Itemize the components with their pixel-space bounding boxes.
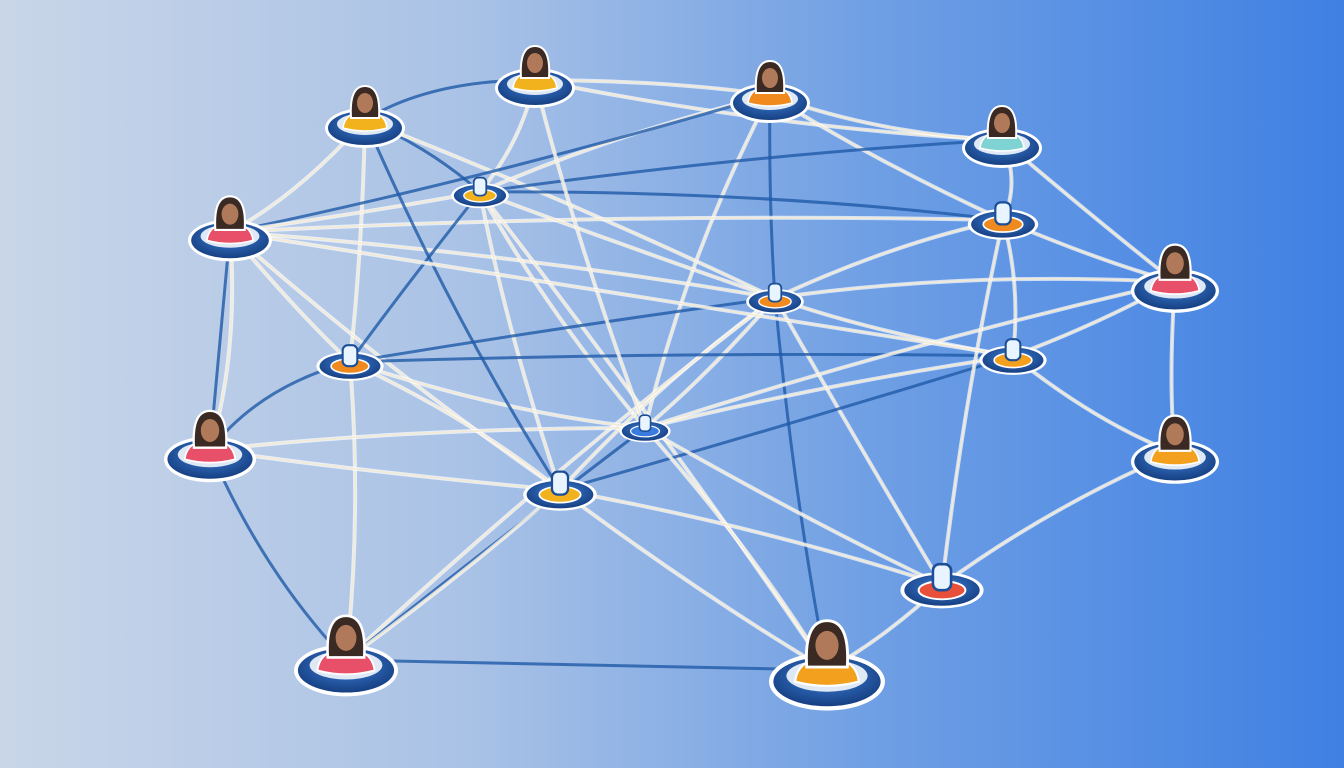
connection-edge — [229, 215, 1004, 234]
person-head-icon — [1158, 243, 1192, 281]
connection-edge — [558, 488, 829, 672]
device-icon — [994, 201, 1012, 226]
person-node[interactable] — [730, 59, 810, 123]
device-node[interactable] — [746, 282, 804, 315]
connection-edge — [209, 426, 646, 452]
connection-edge — [643, 94, 772, 429]
connection-edge — [558, 296, 777, 492]
connection-edge — [479, 93, 771, 194]
person-head-icon — [214, 195, 246, 231]
device-icon — [931, 562, 953, 592]
connection-edge — [644, 280, 1176, 430]
device-node[interactable] — [316, 344, 384, 381]
person-head-icon — [754, 59, 786, 94]
connection-edge — [478, 191, 647, 430]
person-node[interactable] — [1131, 414, 1219, 484]
connection-edge — [940, 219, 1005, 586]
person-head-icon — [192, 409, 228, 449]
connection-edge — [559, 488, 943, 587]
device-icon — [638, 414, 652, 433]
connection-edge — [208, 449, 348, 662]
person-head-icon — [519, 44, 551, 79]
person-head-icon — [1158, 414, 1192, 452]
person-head-icon — [986, 104, 1018, 139]
connection-edge — [348, 191, 482, 363]
person-head-icon — [326, 614, 366, 659]
connection-edge — [773, 297, 944, 587]
device-icon — [472, 176, 488, 197]
connection-edge — [349, 360, 646, 430]
connection-edge — [559, 354, 1014, 492]
device-node[interactable] — [451, 176, 509, 209]
connection-edge — [349, 352, 1014, 364]
connection-edge — [479, 190, 1004, 222]
connection-edge — [479, 138, 1003, 194]
person-node[interactable] — [294, 614, 398, 697]
connection-edge — [768, 94, 777, 299]
connection-edge — [774, 276, 1176, 300]
connection-edge — [479, 190, 776, 300]
person-node[interactable] — [164, 409, 256, 483]
person-node[interactable] — [188, 195, 272, 262]
connection-edge — [229, 93, 771, 234]
device-icon — [1004, 338, 1022, 362]
device-icon — [341, 344, 359, 368]
network-nodes — [164, 44, 1219, 711]
connection-edge — [643, 426, 829, 672]
connection-edge — [644, 426, 943, 587]
connection-edge — [1011, 354, 1176, 455]
connection-edge — [644, 354, 1014, 430]
connection-edge — [229, 230, 776, 300]
device-icon — [767, 282, 783, 303]
device-node[interactable] — [619, 414, 671, 443]
connection-edge — [229, 230, 1014, 358]
device-node[interactable] — [900, 562, 984, 609]
connection-edge — [533, 79, 647, 429]
connection-edge — [209, 448, 561, 492]
person-head-icon — [804, 619, 850, 669]
connection-edge — [363, 119, 562, 491]
device-node[interactable] — [523, 470, 597, 511]
device-node[interactable] — [967, 201, 1039, 240]
connection-edge — [344, 488, 562, 662]
person-node[interactable] — [769, 619, 885, 711]
connection-edge — [345, 658, 828, 672]
connection-edge — [1001, 219, 1018, 357]
person-node[interactable] — [495, 44, 575, 108]
connection-edge — [229, 190, 481, 234]
person-node[interactable] — [1131, 243, 1219, 313]
connection-edge — [349, 360, 562, 492]
device-node[interactable] — [979, 338, 1047, 375]
connection-edge — [478, 191, 562, 491]
person-head-icon — [349, 84, 381, 119]
device-icon — [550, 470, 570, 496]
person-node[interactable] — [325, 84, 405, 148]
person-node[interactable] — [962, 104, 1042, 168]
connection-edge — [349, 296, 776, 364]
